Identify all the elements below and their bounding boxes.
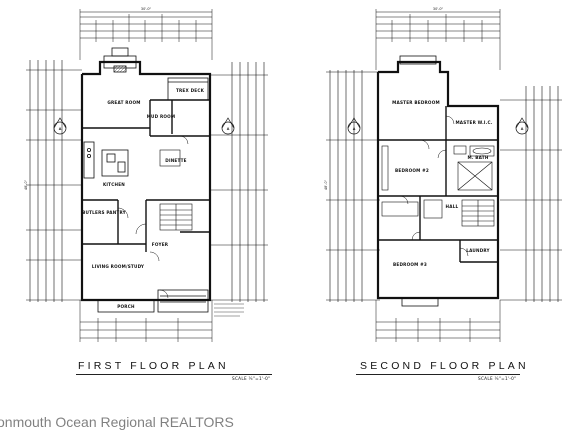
second-floor-interior-walls: [378, 106, 498, 263]
room-hall: HALL: [446, 204, 459, 209]
room-great-room: GREAT ROOM: [107, 100, 140, 105]
first-floor-title: FIRST FLOOR PLAN: [78, 360, 229, 372]
room-kitchen: KITCHEN: [103, 182, 125, 187]
room-porch: PORCH: [117, 304, 135, 309]
room-master-bedroom: MASTER BEDROOM: [392, 100, 440, 105]
first-floor-scale: SCALE ¼"=1'-0": [232, 376, 271, 381]
first-floor-right-dimensions: [210, 62, 268, 302]
porch-outline: [97, 289, 209, 313]
watermark: onmouth Ocean Regional REALTORS: [0, 414, 234, 430]
second-floor-stairs: [461, 199, 495, 227]
room-living-room: LIVING ROOM/STUDY: [92, 264, 145, 269]
first-floor-bottom-dimensions: [79, 300, 213, 342]
master-window-bay: [399, 55, 437, 65]
second-floor-exterior-walls: [376, 60, 500, 300]
first-floor-room-labels: GREAT ROOM TREX DECK MUD ROOM DINETTE KI…: [59, 88, 230, 309]
second-floor-title-underline: [356, 374, 520, 375]
second-floor-bottom-dimensions: [375, 300, 501, 342]
first-floor-overall-depth: 48'-0": [24, 179, 28, 190]
second-floor-scale: SCALE ¼"=1'-0": [478, 376, 517, 381]
bedroom-3-window-bay: [401, 297, 439, 307]
room-butlers-pantry: BUTLERS PANTRY: [82, 210, 127, 215]
second-floor-closets: [381, 145, 443, 219]
second-floor-plan: 30'-0" 48'-0": [324, 7, 562, 342]
room-bedroom-3: BEDROOM #3: [393, 262, 427, 267]
room-trex-deck: TREX DECK: [176, 88, 205, 93]
room-laundry: LAUNDRY: [466, 248, 490, 253]
room-dinette: DINETTE: [165, 158, 186, 163]
first-floor-notes: [214, 303, 244, 317]
second-floor-overall-depth: 48'-0": [324, 179, 328, 190]
room-mud-room: MUD ROOM: [147, 114, 176, 119]
first-floor-title-underline: [76, 374, 272, 375]
kitchen-counters: [83, 141, 129, 179]
fireplace: [103, 47, 137, 73]
second-floor-right-dimensions: [500, 86, 562, 302]
first-floor-left-dimensions: [26, 60, 82, 302]
second-floor-top-dimensions: [375, 9, 501, 70]
room-foyer: FOYER: [152, 242, 169, 247]
dinette-table: [159, 149, 181, 167]
room-master-wic: MASTER W.I.C.: [455, 120, 492, 125]
first-floor-plan: 30'-0" 48'-0": [24, 7, 268, 342]
first-floor-interior-walls: [82, 99, 210, 252]
first-floor-stairs: [159, 203, 193, 231]
second-floor-title: SECOND FLOOR PLAN: [360, 360, 529, 372]
first-floor-overall-width: 30'-0": [141, 7, 152, 11]
master-bath-fixtures: [453, 145, 495, 191]
second-floor-left-dimensions: [326, 70, 380, 302]
room-bedroom-2: BEDROOM #2: [395, 168, 429, 173]
section-marker-left: [53, 117, 67, 135]
room-m-bath: M. BATH: [467, 155, 488, 160]
second-floor-section-marker-right-label: A: [521, 127, 524, 131]
section-marker-right: [221, 117, 235, 135]
second-floor-overall-width: 30'-0": [433, 7, 444, 11]
section-marker-right-label: A: [227, 127, 230, 131]
section-marker-left-label: A: [59, 127, 62, 131]
second-floor-section-marker-left-label: A: [353, 127, 356, 131]
second-floor-doors: [399, 115, 469, 257]
second-floor-section-marker-right: [515, 117, 529, 135]
second-floor-section-marker-left: [347, 117, 361, 135]
first-floor-top-dimensions: [79, 9, 213, 60]
second-floor-room-labels: MASTER BEDROOM MASTER W.I.C. M. BATH BED…: [353, 100, 524, 267]
